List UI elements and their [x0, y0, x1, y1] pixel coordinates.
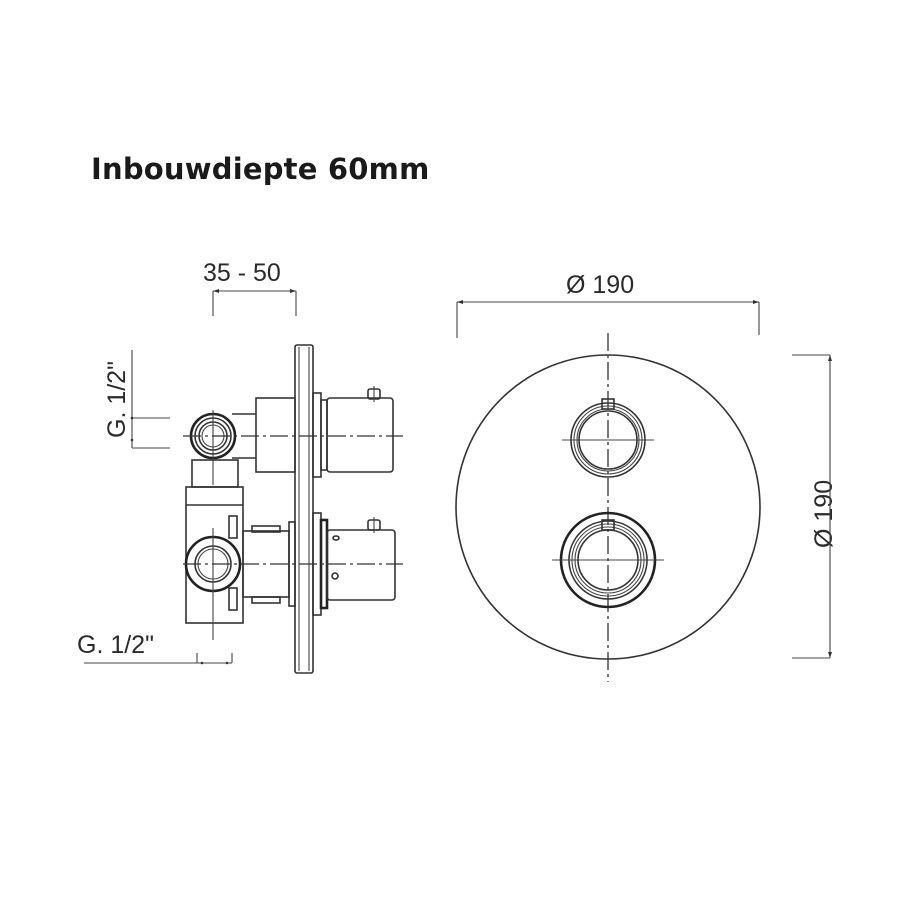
valve-body-side — [185, 459, 244, 624]
dimension-label-inlet-lower: G. 1/2" — [77, 631, 154, 659]
side-view: 35 - 50 G. 1/2" G. 1/2" — [77, 259, 403, 674]
dimension-label-inlet-upper: G. 1/2" — [103, 361, 131, 438]
upper-valve-side — [183, 386, 403, 478]
upper-knob-front — [562, 398, 654, 478]
page-title: Inbouwdiepte 60mm — [91, 152, 430, 186]
lower-knob-front — [552, 511, 664, 609]
front-view: Ø 190 Ø 190 — [455, 271, 838, 682]
dimension-diameter-vertical: Ø 190 — [792, 354, 838, 659]
dimension-wall-depth: 35 - 50 — [203, 259, 297, 316]
dimension-label-diameter-horizontal: Ø 190 — [566, 271, 634, 299]
dimension-diameter-horizontal: Ø 190 — [456, 271, 760, 338]
dimension-label-wall-depth: 35 - 50 — [203, 259, 281, 287]
dimension-inlet-upper: G. 1/2" — [103, 350, 170, 449]
dimension-inlet-lower: G. 1/2" — [77, 631, 233, 665]
dimension-label-diameter-vertical: Ø 190 — [810, 480, 838, 548]
lower-valve-side — [183, 512, 403, 640]
cover-plate-side — [294, 344, 314, 674]
